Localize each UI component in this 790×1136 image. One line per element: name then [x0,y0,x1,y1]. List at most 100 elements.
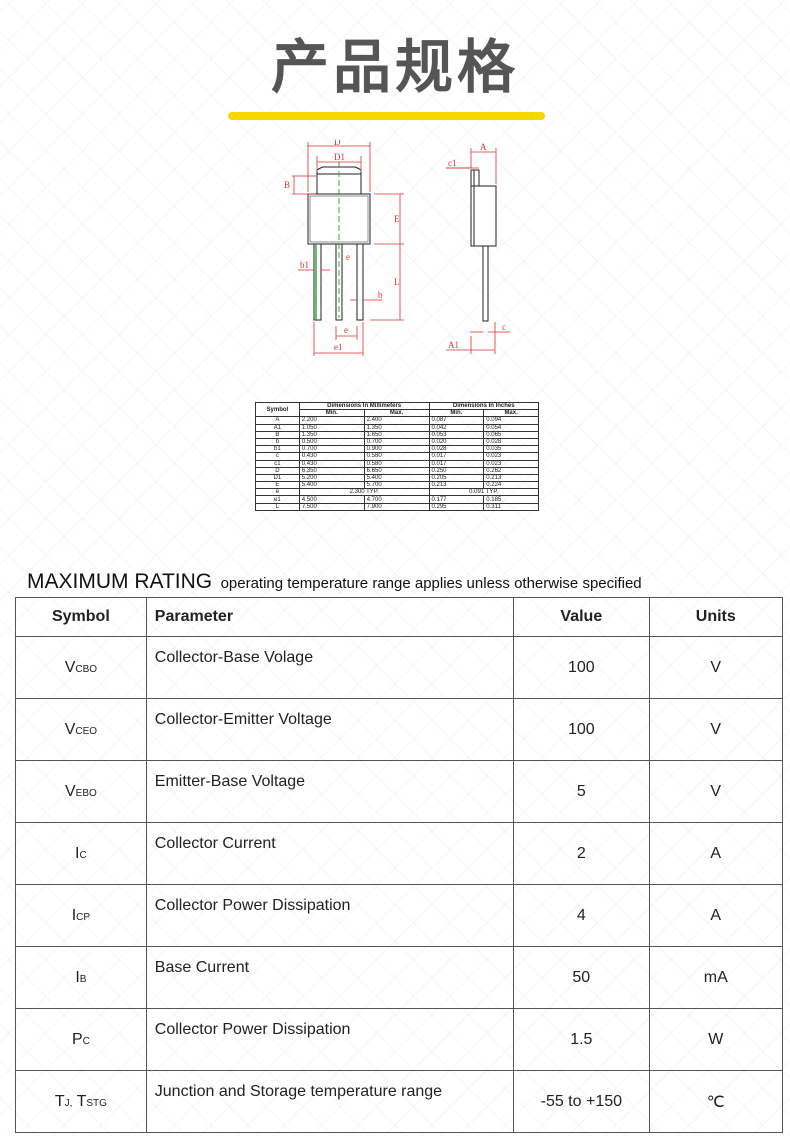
dim-in-max: 0.054 [483,423,539,432]
dim-symbol: E [255,481,300,490]
dim-in-min: 0.213 [428,481,485,490]
dim-label-c: c [502,322,506,332]
dim-in-min: 0.017 [428,459,485,468]
dim-head-mm-min: Min. [298,409,365,418]
dim-mm-min: 2.200 [298,416,365,425]
dim-head-symbol: Symbol [255,401,300,418]
dim-in-max: 0.213 [483,473,539,483]
dim-in-min: 0.205 [428,473,485,483]
dim-symbol: e [255,488,300,497]
dim-in-min: 0.042 [428,423,485,432]
dim-symbol: e1 [255,495,300,504]
dim-in-max: 0.262 [483,466,539,475]
rating-symbol: VCEO [15,698,147,761]
dim-mm-min: 6.350 [298,466,365,475]
rating-head-symbol: Symbol [15,597,147,637]
dim-mm-max: 1.350 [363,423,430,432]
dim-label-E: E [394,214,400,224]
rating-symbol: ICP [15,884,147,947]
dim-label-c1: c1 [448,158,457,168]
table-row: TJ, TSTG Junction and Storage temperatur… [15,1070,784,1133]
dim-mm-max: 0.900 [363,445,430,454]
dim-symbol: L [255,502,300,511]
dim-mm-max: 1.650 [363,430,430,439]
rating-symbol: VCBO [15,636,147,699]
dim-symbol: A1 [255,423,300,432]
dim-in-max: 0.185 [483,495,539,504]
dim-in-max: 0.028 [483,437,539,447]
dimensions-table: Symbol Dimensions In Millimeters Dimensi… [255,401,539,511]
dim-mm-min: 5.400 [298,481,365,490]
rating-parameter: Emitter-Base Voltage [145,760,515,823]
rating-parameter: Collector-Base Volage [145,636,515,699]
rating-parameter: Collector Power Dissipation [145,884,515,947]
dim-head-in: Dimensions In Inches [428,401,539,411]
page-title: 产品规格 [270,33,519,101]
dim-in-max: 0.023 [483,459,539,468]
dim-in-min: 0.177 [428,495,485,504]
dim-symbol: D [255,466,300,475]
rating-unit: A [648,884,784,947]
rating-symbol: VEBO [15,760,147,823]
rating-head-parameter: Parameter [145,597,515,637]
dim-label-e-lead: e [344,325,348,335]
dim-label-e: e [346,252,350,262]
rating-parameter: Base Current [145,946,515,1009]
dim-mm-max: 6.650 [363,466,430,475]
dim-mm-max: 5.700 [363,481,430,490]
rating-parameter: Collector-Emitter Voltage [145,698,515,761]
rating-unit: V [648,760,784,823]
dim-mm-min: 0.430 [298,459,365,468]
dim-mm-min: 0.700 [298,445,365,454]
rating-unit: V [648,636,784,699]
package-outline-drawing: D D1 B E e b1 b L e e1 A c1 c A1 [284,140,510,356]
dim-symbol: c [255,452,300,461]
dim-mm-min: 1.350 [298,430,365,439]
dim-mm-min: 0.430 [298,452,365,461]
dim-symbol: b [255,437,300,447]
dim-mm-min: 7.500 [298,502,365,511]
dim-in-min: 0.028 [428,445,485,454]
rating-head-value: Value [513,597,650,637]
rating-symbol: TJ, TSTG [15,1070,147,1133]
dim-label-D: D [334,140,341,147]
dim-label-B: B [284,180,290,190]
dim-in-min: 0.017 [428,452,485,461]
dim-mm-min: 1.050 [298,423,365,432]
dim-symbol: B [255,430,300,439]
dim-in-max: 0.094 [483,416,539,425]
dim-head-mm-max: Max. [363,409,430,418]
dim-in-max: 0.035 [483,445,539,454]
dim-mm-min: 4.500 [298,495,365,504]
dim-in-max: 0.224 [483,481,539,490]
rating-symbol: IB [15,946,147,1009]
rating-unit: W [648,1008,784,1071]
rating-parameter: Collector Power Dissipation [145,1008,515,1071]
dim-mm-max: 4.700 [363,495,430,504]
rating-unit: A [648,822,784,885]
rating-value: 50 [513,946,650,1009]
dim-in-max: 0.311 [483,502,539,511]
dim-mm-min: 0.500 [298,437,365,447]
dim-symbol: b1 [255,445,300,454]
dim-mm-max: 0.700 [363,437,430,447]
dim-label-D1: D1 [334,152,345,162]
dim-in-min: 0.087 [428,416,485,425]
rating-heading: MAXIMUM RATING operating temperature ran… [27,570,642,594]
